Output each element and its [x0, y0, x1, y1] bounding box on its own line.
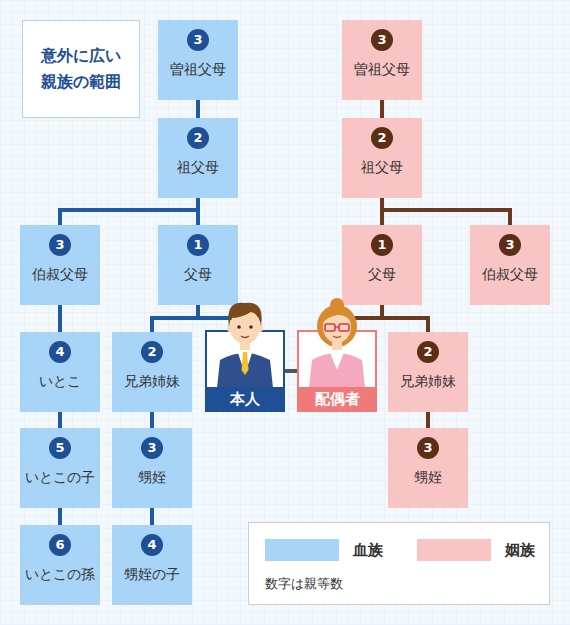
kinship-box: 4 いとこ [20, 332, 100, 412]
person-card: 本人 [205, 330, 285, 412]
kinship-box: 5 いとこの子 [20, 428, 100, 508]
legend-text: 姻族 [505, 541, 535, 560]
kin-line [380, 100, 384, 118]
kinship-box: 1 父母 [342, 225, 422, 305]
kinship-box: 3 伯叔父母 [470, 225, 550, 305]
kin-line [58, 305, 62, 332]
degree-number: 2 [141, 341, 163, 363]
degree-number: 3 [187, 29, 209, 51]
kinship-box: 3 甥姪 [388, 428, 468, 508]
kin-line [196, 100, 200, 118]
kinship-box: 2 祖父母 [342, 118, 422, 198]
relation-label: 曽祖父母 [170, 61, 226, 79]
relation-label: 甥姪 [414, 469, 442, 487]
kinship-box: 3 伯叔父母 [20, 225, 100, 305]
kinship-box: 1 父母 [158, 225, 238, 305]
person-label: 本人 [230, 390, 260, 409]
legend-swatch [265, 539, 339, 561]
kin-line [60, 198, 198, 225]
kin-line [382, 305, 428, 332]
kin-line [58, 412, 62, 428]
relation-label: 兄弟姉妹 [400, 373, 456, 391]
legend-item: 姻族 [417, 539, 535, 561]
kin-line [426, 412, 430, 428]
degree-number: 6 [49, 534, 71, 556]
degree-number: 3 [499, 234, 521, 256]
degree-number: 3 [417, 437, 439, 459]
degree-number: 2 [187, 127, 209, 149]
legend-swatch [417, 539, 491, 561]
person-illustration [297, 298, 377, 390]
degree-number: 4 [141, 534, 163, 556]
kin-line [196, 198, 200, 225]
relation-label: 父母 [368, 266, 396, 284]
title-text: 意外に広い 親族の範囲 [36, 43, 126, 96]
relation-label: 祖父母 [177, 159, 219, 177]
title-box: 意外に広い 親族の範囲 [22, 20, 140, 118]
kinship-box: 4 甥姪の子 [112, 525, 192, 605]
legend-box: 血族 姻族数字は親等数 [248, 522, 550, 605]
kin-line [150, 412, 154, 428]
degree-number: 5 [49, 437, 71, 459]
kin-line [152, 305, 198, 332]
kin-line [382, 198, 510, 225]
relation-label: 兄弟姉妹 [124, 373, 180, 391]
kin-line [285, 369, 297, 373]
relation-label: いとこの孫 [25, 566, 95, 584]
kin-line [58, 508, 62, 525]
kinship-box: 3 甥姪 [112, 428, 192, 508]
kinship-box: 2 兄弟姉妹 [112, 332, 192, 412]
degree-number: 1 [371, 234, 393, 256]
person-label-strip: 配偶者 [297, 387, 377, 412]
relation-label: 甥姪 [138, 469, 166, 487]
relation-label: いとこの子 [25, 469, 95, 487]
person-card: 配偶者 [297, 330, 377, 412]
person-illustration [205, 298, 285, 390]
legend-text: 血族 [353, 541, 383, 560]
degree-number: 3 [141, 437, 163, 459]
kin-line [150, 508, 154, 525]
kinship-box: 2 祖父母 [158, 118, 238, 198]
degree-number: 3 [49, 234, 71, 256]
kinship-box: 2 兄弟姉妹 [388, 332, 468, 412]
kinship-box: 6 いとこの孫 [20, 525, 100, 605]
degree-number: 4 [49, 341, 71, 363]
legend-row: 血族 姻族 [265, 539, 569, 561]
relation-label: いとこ [39, 373, 81, 391]
degree-number: 2 [371, 127, 393, 149]
note-text: 数字は親等数 [265, 575, 343, 593]
relation-label: 祖父母 [361, 159, 403, 177]
kinship-box: 3 曽祖父母 [158, 20, 238, 100]
degree-number: 1 [187, 234, 209, 256]
kinship-box: 3 曽祖父母 [342, 20, 422, 100]
relation-label: 甥姪の子 [124, 566, 180, 584]
legend-item: 血族 [265, 539, 383, 561]
degree-number: 3 [371, 29, 393, 51]
relation-label: 父母 [184, 266, 212, 284]
relation-label: 伯叔父母 [482, 266, 538, 284]
relation-label: 伯叔父母 [32, 266, 88, 284]
person-label-strip: 本人 [205, 387, 285, 412]
person-label: 配偶者 [315, 390, 360, 409]
degree-number: 2 [417, 341, 439, 363]
relation-label: 曽祖父母 [354, 61, 410, 79]
